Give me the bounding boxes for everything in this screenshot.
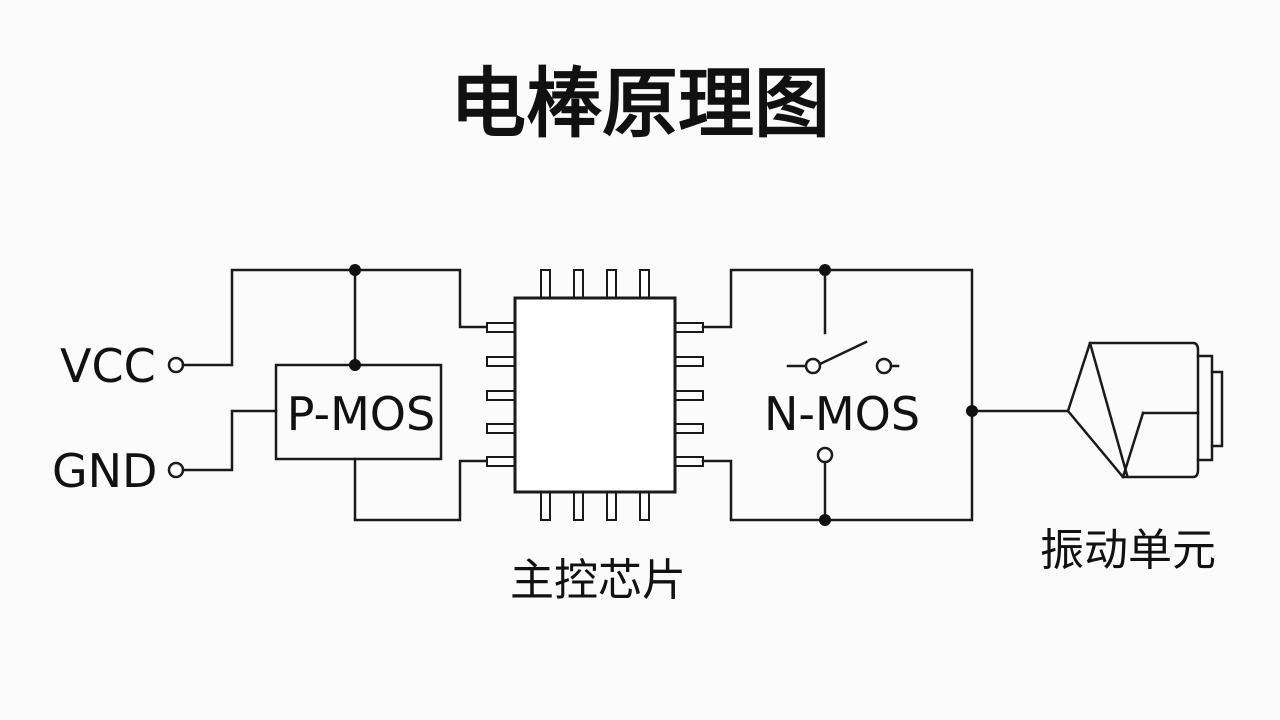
chip-pin-left-2 bbox=[486, 356, 518, 367]
junction-dot bbox=[349, 264, 361, 276]
chip-pin-left-1 bbox=[486, 322, 518, 333]
junction-dot bbox=[819, 264, 831, 276]
chip-pin-right-5 bbox=[672, 456, 704, 467]
right-wiring bbox=[701, 268, 1070, 522]
chip-pin-top-2 bbox=[573, 269, 584, 299]
switch-contact-right bbox=[875, 357, 893, 375]
switch-contact-left bbox=[804, 357, 822, 375]
vcc-terminal bbox=[167, 356, 185, 374]
junction-dot bbox=[819, 514, 831, 526]
pmos-label: P-MOS bbox=[287, 387, 435, 441]
chip-pin-left-4 bbox=[486, 423, 518, 434]
chip-pin-bottom-2 bbox=[573, 491, 584, 521]
gnd-terminal bbox=[167, 461, 185, 479]
junction-dot bbox=[966, 405, 978, 417]
gnd-label: GND bbox=[52, 444, 157, 498]
main-chip bbox=[486, 269, 704, 521]
nmos-contact bbox=[816, 446, 834, 464]
vcc-label: VCC bbox=[60, 339, 156, 393]
chip-pin-bottom-3 bbox=[606, 491, 617, 521]
chip-pin-top-4 bbox=[639, 269, 650, 299]
chip-pin-left-3 bbox=[486, 390, 518, 401]
junction-dot bbox=[349, 359, 361, 371]
chip-pin-bottom-1 bbox=[540, 491, 551, 521]
diagram-title: 电棒原理图 bbox=[450, 59, 830, 148]
chip-pin-left-5 bbox=[486, 456, 518, 467]
chip-pin-bottom-4 bbox=[639, 491, 650, 521]
chip-pin-right-4 bbox=[672, 423, 704, 434]
chip-body bbox=[513, 296, 677, 494]
chip-pin-top-1 bbox=[540, 269, 551, 299]
chip-pin-right-3 bbox=[672, 390, 704, 401]
chip-pin-right-2 bbox=[672, 356, 704, 367]
nmos-label: N-MOS bbox=[764, 387, 920, 441]
vibration-motor-icon bbox=[1066, 341, 1224, 479]
vibration-label: 振动单元 bbox=[1040, 525, 1216, 576]
chip-pin-top-3 bbox=[606, 269, 617, 299]
chip-label: 主控芯片 bbox=[510, 555, 686, 606]
chip-pin-right-1 bbox=[672, 322, 704, 333]
left-wiring bbox=[181, 268, 490, 522]
